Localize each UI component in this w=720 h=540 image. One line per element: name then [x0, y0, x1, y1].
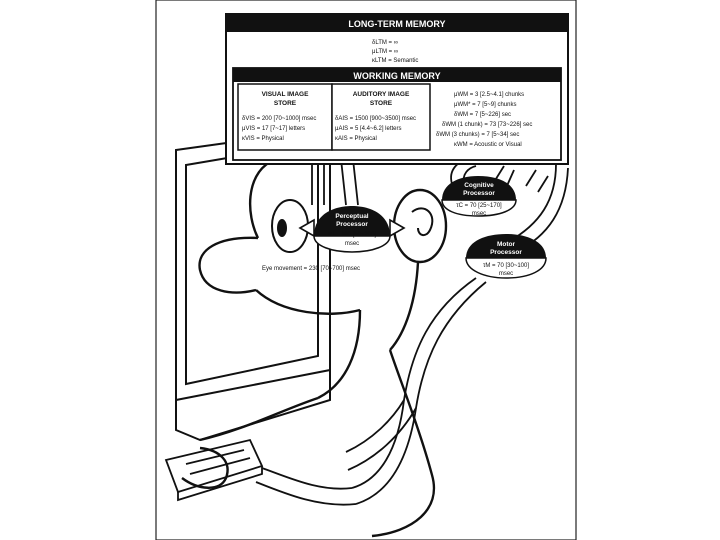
- cognitive-cycle-time: τC = 70 [25~170]: [456, 203, 502, 209]
- perceptual-title-line-1: Perceptual: [335, 213, 368, 220]
- motor-cycle-time: τM = 70 [30~100]: [483, 263, 529, 269]
- motor-processor: Motor Processor τM = 70 [30~100] msec: [465, 234, 547, 279]
- vis-param-code: κVIS = Physical: [242, 136, 284, 142]
- aud-param-code: κAIS = Physical: [335, 136, 377, 142]
- wm-param-5: κWM = Acoustic or Visual: [454, 142, 522, 148]
- keyboard: [164, 438, 264, 502]
- perceptual-cycle-time: τP = 100 [50~200]: [328, 232, 377, 238]
- auditory-image-store-box: AUDITORY IMAGE STORE δAIS = 1500 [900~35…: [331, 83, 431, 151]
- perceptual-processor: Perceptual Processor τP = 100 [50~200] m…: [313, 206, 391, 253]
- vis-title-line-1: VISUAL IMAGE: [262, 91, 309, 98]
- cognitive-title-line-2: Processor: [463, 190, 495, 197]
- wm-param-3: δWM (1 chunk) = 73 [73~226] sec: [442, 122, 532, 128]
- ltm-param-code: κLTM = Semantic: [372, 58, 418, 64]
- motor-title-line-1: Motor: [497, 241, 516, 248]
- perceptual-side-arrows: [298, 218, 406, 238]
- ear: [411, 207, 434, 236]
- wm-param-1: μWM* = 7 [5~9] chunks: [454, 102, 516, 108]
- cognitive-processor: Cognitive Processor τC = 70 [25~170] mse…: [441, 176, 517, 217]
- eye-movement-label: Eye movement = 230 [70~700] msec: [262, 266, 360, 272]
- motor-title-line-2: Processor: [490, 249, 522, 256]
- ltm-param-capacity: μLTM = ∞: [372, 49, 398, 55]
- aud-param-capacity: μAIS = 5 [4.4~6.2] letters: [335, 126, 402, 132]
- aud-title-line-1: AUDITORY IMAGE: [353, 91, 410, 98]
- wm-title: WORKING MEMORY: [353, 71, 440, 81]
- motor-unit: msec: [499, 271, 513, 277]
- perceptual-title-line-2: Processor: [336, 221, 368, 228]
- eye: [271, 199, 309, 253]
- ltm-param-decay: δLTM = ∞: [372, 40, 398, 46]
- visual-image-store-box: VISUAL IMAGE STORE δVIS = 200 [70~1000] …: [237, 83, 333, 151]
- ltm-title: LONG-TERM MEMORY: [348, 19, 445, 29]
- vis-title-line-2: STORE: [274, 100, 297, 107]
- vis-param-capacity: μVIS = 17 [7~17] letters: [242, 126, 305, 132]
- perceptual-unit: msec: [345, 241, 359, 247]
- aud-title-line-2: STORE: [370, 100, 393, 107]
- wm-param-2: δWM = 7 [5~226] sec: [454, 112, 511, 118]
- cognitive-title-line-1: Cognitive: [464, 182, 494, 189]
- vis-param-decay: δVIS = 200 [70~1000] msec: [242, 116, 316, 122]
- wm-param-4: δWM (3 chunks) = 7 [5~34] sec: [436, 132, 519, 138]
- cognitive-unit: msec: [472, 211, 486, 217]
- wm-param-0: μWM = 3 [2.5~4.1] chunks: [454, 92, 524, 98]
- aud-param-decay: δAIS = 1500 [900~3500] msec: [335, 116, 416, 122]
